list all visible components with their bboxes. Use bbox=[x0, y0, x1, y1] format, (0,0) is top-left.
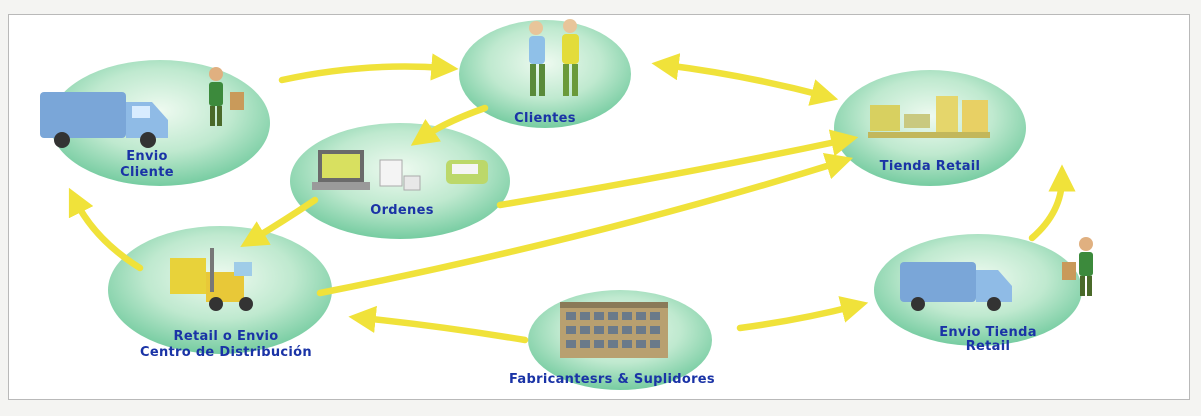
arrow-retail-envio-to-tienda bbox=[316, 153, 854, 297]
node-tienda-retail-label: Tienda Retail bbox=[880, 159, 981, 174]
node-envio-cliente: Envio Cliente bbox=[40, 60, 270, 186]
node-clientes-label: Clientes bbox=[514, 111, 576, 126]
computer-icon bbox=[312, 150, 370, 190]
node-ordenes: Ordenes bbox=[290, 123, 510, 239]
arrow-retail-envio-to-envio-cliente bbox=[68, 187, 144, 272]
arrow-clientes-tienda-bidirectional bbox=[651, 53, 839, 106]
delivery-truck-icon bbox=[900, 262, 1012, 311]
arrow-envio-tienda-to-tienda bbox=[1028, 164, 1076, 242]
arrow-clientes-to-ordenes bbox=[410, 104, 489, 146]
documents-icon bbox=[379, 159, 421, 191]
node-envio-cliente-label-line2: Cliente bbox=[120, 165, 174, 180]
delivery-truck-icon bbox=[40, 92, 168, 148]
node-envio-tienda: Envio Tienda Retail bbox=[874, 234, 1093, 354]
phone-fax-icon bbox=[446, 160, 488, 184]
arrow-ordenes-to-tienda bbox=[496, 129, 859, 209]
factory-building-icon bbox=[560, 302, 668, 358]
node-clientes: Clientes bbox=[459, 19, 631, 128]
node-tienda-retail: Tienda Retail bbox=[834, 70, 1026, 186]
node-envio-tienda-label-line1: Envio Tienda bbox=[939, 325, 1037, 340]
node-envio-cliente-label-line1: Envio bbox=[126, 149, 168, 164]
delivery-person-icon bbox=[209, 67, 244, 126]
store-shelves-icon bbox=[868, 96, 990, 138]
node-envio-tienda-label-line2: Retail bbox=[966, 339, 1011, 354]
node-retail-envio: Retail o Envio Centro de Distribución bbox=[108, 226, 332, 360]
node-ordenes-label: Ordenes bbox=[370, 203, 434, 218]
arrow-fabricantes-to-envio-tienda bbox=[736, 296, 869, 332]
node-retail-envio-label-line2: Centro de Distribución bbox=[140, 345, 312, 360]
arrow-envio-cliente-to-clientes bbox=[278, 53, 459, 84]
delivery-person-icon bbox=[1062, 237, 1093, 296]
forklift-icon bbox=[170, 248, 253, 311]
node-fabricantes: Fabricantesrs & Suplidores bbox=[509, 290, 715, 390]
node-retail-envio-label-line1: Retail o Envio bbox=[174, 329, 279, 344]
node-fabricantes-label: Fabricantesrs & Suplidores bbox=[509, 372, 715, 387]
arrow-ordenes-to-retail-envio bbox=[240, 196, 319, 248]
arrow-fabricantes-to-retail-envio bbox=[348, 305, 529, 344]
customers-icon bbox=[529, 19, 579, 96]
